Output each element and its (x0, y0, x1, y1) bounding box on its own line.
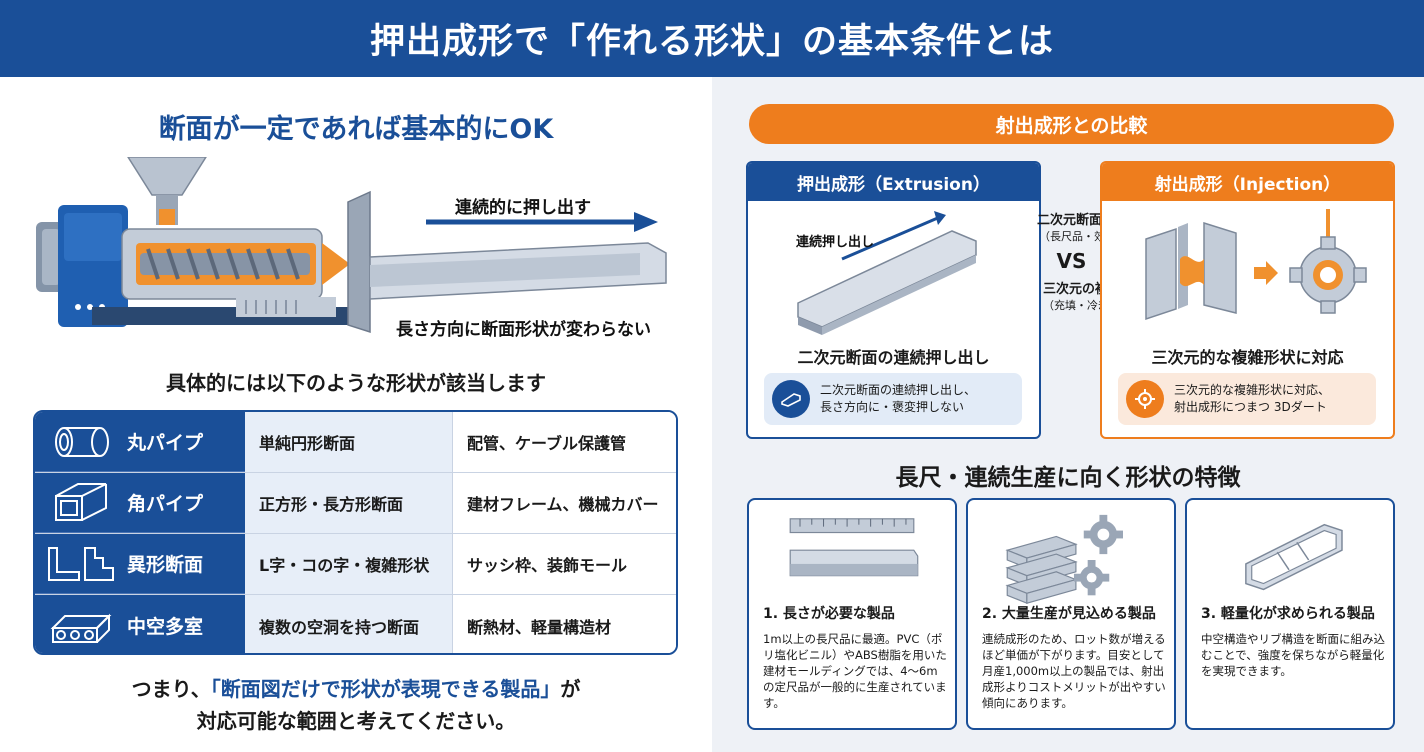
profile-section-icon (35, 533, 127, 594)
extrusion-header: 押出成形（Extrusion） (748, 163, 1039, 201)
shape-name: 角パイプ (127, 493, 204, 515)
page-title: 押出成形で「作れる形状」の基本条件とは (369, 22, 1054, 62)
vs-top-sub: （長尺品・効率生産） (1039, 230, 1149, 243)
compare-title: 射出成形との比較 (749, 104, 1394, 144)
section-cell: 複数の空洞を持つ断面 (245, 595, 453, 653)
extrusion-arrow-label: 連続押し出し (796, 235, 875, 250)
conclusion-highlight: 「断面図だけで形状が表現できる製品」 (210, 677, 561, 701)
profile-icon (772, 380, 810, 418)
right-panel: 射出成形との比較 押出成形（Extrusion） 連続押し出し 二次元断面の連続… (712, 77, 1424, 752)
table-row: 丸パイプ 単純円形断面 配管、ケーブル保護管 (35, 412, 676, 473)
features-title: 長尺・連続生産に向く形状の特徴 (895, 465, 1241, 491)
conclusion: つまり、「断面図だけで形状が表現できる製品」が 対応可能な範囲と考えてください。 (0, 673, 712, 737)
profile-label: 長さ方向に断面形状が変わらない (396, 320, 651, 340)
stack-gear-icon (1005, 514, 1123, 605)
section-cell: 単純円形断面 (245, 412, 453, 472)
table-row: 異形断面 L字・コの字・複雑形状 サッシ枠、装飾モール (35, 534, 676, 595)
page-header: 押出成形で「作れる形状」の基本条件とは (0, 0, 1424, 77)
use-cell: 建材フレーム、機械カバー (453, 473, 676, 533)
section-cell: L字・コの字・複雑形状 (245, 534, 453, 594)
vs-top-title: 二次元断面の連続性 (1037, 213, 1155, 228)
feature-desc: 連続成形のため、ロット数が増えるほど単価が下がります。目安として月産1,000m… (982, 632, 1166, 710)
feature-desc: 中空構造やリブ構造を断面に組み込むことで、強度を保ちながら軽量化を実現できます。 (1201, 632, 1385, 678)
feature-title: 2. 大量生産が見込める製品 (982, 606, 1156, 622)
shape-name: 中空多室 (127, 616, 204, 638)
ruler-profile-icon (789, 518, 919, 577)
multi-hollow-icon (35, 595, 127, 653)
extrusion-note-line2: 長さ方向に・褒変押しない (820, 400, 965, 414)
feature-title: 1. 長さが必要な製品 (763, 606, 895, 622)
feature-desc: 1m以上の長尺品に最適。PVC（ポリ塩化ビニル）やABS樹脂を用いた建材モールデ… (763, 632, 947, 710)
feature-title: 3. 軽量化が求められる製品 (1201, 606, 1375, 622)
injection-box: 射出成形（Injection） 三次元的な複雑形状に対応 三次元的な複雑形状に対… (1100, 161, 1395, 439)
feature-card-length: 1. 長さが必要な製品 1m以上の長尺品に最適。PVC（ポリ塩化ビニル）やABS… (747, 498, 957, 730)
table-row: 角パイプ 正方形・長方形断面 建材フレーム、機械カバー (35, 473, 676, 534)
vs-label: VS (1056, 249, 1087, 273)
left-subtitle: 具体的には以下のような形状が該当します (166, 371, 546, 395)
extrusion-caption: 二次元断面の連続押し出し (797, 348, 990, 367)
shape-name: 異形断面 (127, 554, 204, 576)
use-cell: 配管、ケーブル保護管 (453, 412, 676, 472)
shape-name: 丸パイプ (127, 432, 204, 454)
square-pipe-icon (35, 472, 127, 533)
extrusion-note: 二次元断面の連続押し出し、長さ方向に・褒変押しない (764, 373, 1022, 425)
hollow-frame-icon (1245, 523, 1343, 591)
injection-mold-illustration (1145, 209, 1367, 321)
gear-icon (1126, 380, 1164, 418)
conclusion-post: が (560, 677, 581, 701)
extruder-illustration (36, 157, 667, 334)
injection-note-line1: 三次元的な複雑形状に対応、 (1174, 383, 1331, 397)
arrow-label: 連続的に押し出す (455, 198, 591, 218)
table-row: 中空多室 複数の空洞を持つ断面 断熱材、軽量構造材 (35, 595, 676, 653)
feature-card-light: 3. 軽量化が求められる製品 中空構造やリブ構造を断面に組み込むことで、強度を保… (1185, 498, 1395, 730)
conclusion-pre: つまり、 (131, 677, 211, 701)
extrusion-note-line1: 二次元断面の連続押し出し、 (820, 383, 977, 397)
shape-table: 丸パイプ 単純円形断面 配管、ケーブル保護管 角パイプ 正方形・長方形断面 建材… (33, 410, 678, 655)
use-cell: サッシ枠、装飾モール (453, 534, 676, 594)
vs-block: 二次元断面の連続性 （長尺品・効率生産） VS 三次元の複雑性 （充填・冷却） (1037, 209, 1154, 313)
vs-bottom-sub: （充填・冷却） (1043, 299, 1120, 312)
conclusion-line2: 対応可能な範囲と考えてください。 (196, 709, 516, 733)
vs-bottom-title: 三次元の複雑性 (1043, 282, 1135, 297)
section-cell: 正方形・長方形断面 (245, 473, 453, 533)
injection-caption: 三次元的な複雑形状に対応 (1151, 348, 1344, 367)
round-pipe-icon (35, 412, 127, 472)
injection-header: 射出成形（Injection） (1102, 163, 1393, 201)
injection-note-line2: 射出成形につまつ 3Dダート (1174, 400, 1327, 414)
use-cell: 断熱材、軽量構造材 (453, 595, 676, 653)
extrusion-box: 押出成形（Extrusion） 連続押し出し 二次元断面の連続押し出し 二次元断… (746, 161, 1041, 439)
feature-card-mass: 2. 大量生産が見込める製品 連続成形のため、ロット数が増えるほど単価が下がりま… (966, 498, 1176, 730)
injection-note: 三次元的な複雑形状に対応、射出成形につまつ 3Dダート (1118, 373, 1376, 425)
left-title: 断面が一定であれば基本的にOK (158, 114, 554, 145)
extrusion-profile-illustration (797, 211, 977, 335)
left-panel: 断面が一定であれば基本的にOK 連続的に押し出す 長さ方向に (0, 77, 712, 752)
